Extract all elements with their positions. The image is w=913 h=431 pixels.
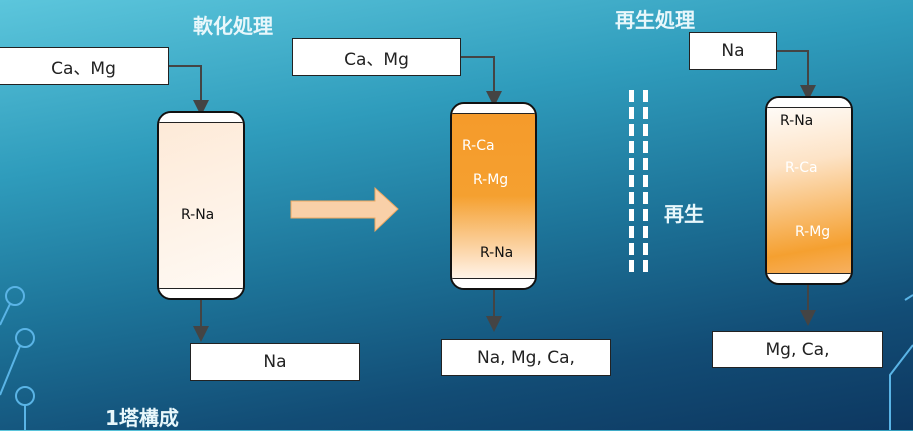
flow-arrow	[461, 56, 502, 107]
input-box-1: Ca、Mg	[0, 47, 169, 85]
column-label: R-Mg	[795, 224, 831, 240]
circuit-decoration	[0, 286, 913, 430]
regen-input-box: Na	[689, 32, 777, 70]
divider-dashed-line	[643, 90, 648, 272]
footer-label: 1塔構成	[105, 406, 179, 430]
output-box-1: Na	[190, 343, 360, 381]
column-2: R-Ca R-Mg R-Na	[450, 102, 537, 290]
column-label: R-Na	[480, 245, 514, 261]
column-label: R-Na	[780, 113, 814, 129]
column-label: R-Ca	[785, 160, 818, 176]
flow-arrow	[777, 50, 816, 101]
divider-dashed-line	[629, 90, 634, 272]
regeneration-label: 再生	[664, 202, 704, 226]
column-1: R-Na	[157, 111, 245, 300]
transition-arrow-icon	[290, 186, 399, 233]
input-box-2: Ca、Mg	[292, 38, 461, 76]
column-label: R-Mg	[473, 172, 509, 188]
column-3: R-Na R-Ca R-Mg	[765, 96, 853, 285]
regen-output-box: Mg, Ca,	[712, 331, 883, 368]
regeneration-title: 再生処理	[615, 8, 695, 32]
softening-title: 軟化処理	[193, 14, 273, 38]
column-label: R-Na	[181, 207, 215, 223]
flow-arrow	[169, 65, 209, 116]
column-label: R-Ca	[462, 138, 495, 154]
output-box-2: Na, Mg, Ca,	[441, 339, 611, 376]
